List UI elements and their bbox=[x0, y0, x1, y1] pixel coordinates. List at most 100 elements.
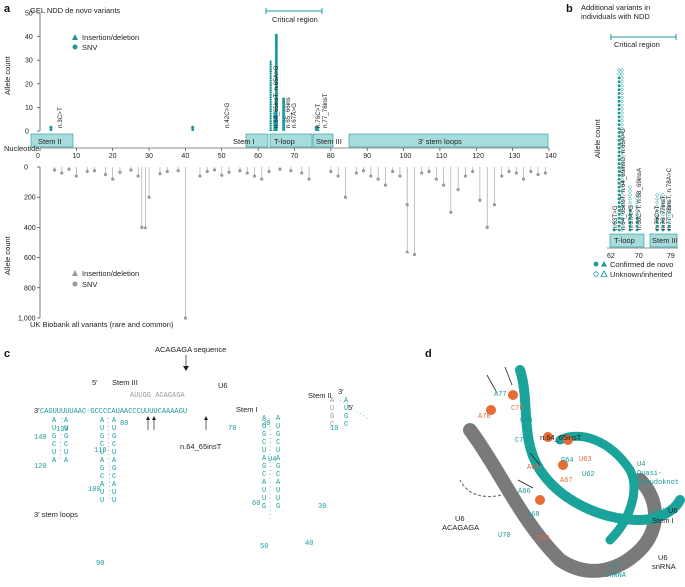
bottom-snv-dot bbox=[111, 177, 115, 181]
top-snv-dot bbox=[274, 95, 278, 99]
top-snv-dot bbox=[274, 57, 278, 61]
bottom-snv-dot bbox=[52, 168, 57, 172]
c-base: A bbox=[112, 481, 117, 489]
c-base: U bbox=[262, 423, 266, 431]
b-confirmed-dot bbox=[655, 228, 659, 232]
c-base: A bbox=[52, 417, 57, 425]
d-pseudo: pseudoknot bbox=[637, 479, 679, 487]
x-tick-label: 130 bbox=[509, 153, 521, 160]
b-unknown-dot bbox=[620, 115, 624, 119]
bottom-snv-dot bbox=[543, 171, 547, 175]
b-unknown-dot bbox=[655, 208, 659, 213]
c-base: A bbox=[112, 417, 117, 425]
b-unknown-dot bbox=[655, 212, 659, 216]
c-base: U bbox=[344, 405, 348, 413]
bottom-snv-dot bbox=[412, 252, 417, 257]
bottom-snv-dot bbox=[478, 198, 482, 202]
d-g64: G64 bbox=[561, 457, 574, 465]
c-base: A bbox=[52, 457, 57, 465]
top-snv-dot bbox=[274, 62, 278, 66]
top-y-tick-label: 50 bbox=[25, 11, 33, 18]
x-tick-label: 80 bbox=[327, 153, 335, 160]
d-u6snrna-1: U6 bbox=[658, 553, 668, 562]
bottom-snv-dot bbox=[92, 169, 97, 173]
b-confirmed-dot bbox=[617, 189, 621, 193]
bottom-snv-dot bbox=[212, 168, 217, 172]
c-base: G bbox=[112, 433, 116, 441]
bottom-snv-dot bbox=[336, 174, 340, 178]
bottom-snv-dot bbox=[260, 177, 264, 181]
b-confirmed-dot bbox=[628, 224, 632, 228]
c-stem3-label: Stem III bbox=[112, 378, 138, 387]
b-unknown-dot bbox=[620, 88, 624, 92]
c-base: U bbox=[64, 425, 68, 433]
b-x-tick-79: 79 bbox=[667, 253, 675, 260]
bottom-snv-dot bbox=[183, 316, 188, 320]
top-snv-dot bbox=[274, 104, 278, 108]
c-acagaga-label: ACAGAGA sequence bbox=[155, 345, 226, 354]
bottom-snv-dot bbox=[165, 169, 169, 174]
region-stem-iii bbox=[312, 133, 334, 148]
top-indel-triangle bbox=[272, 118, 276, 122]
c-acagaga-arrowhead-icon bbox=[183, 366, 189, 371]
c-base: C bbox=[112, 441, 116, 449]
top-data-marks bbox=[49, 33, 320, 132]
b-confirmed-dot bbox=[617, 76, 621, 80]
b-unknown-dot bbox=[620, 162, 624, 166]
panel-b-title-2: individuals with NDD bbox=[581, 12, 650, 21]
b-unknown-dot bbox=[617, 72, 621, 76]
variant-label-n3: n.3C>T bbox=[57, 107, 64, 128]
b-confirmed-dot bbox=[617, 185, 621, 189]
c-ins-label: n.64_65insT bbox=[180, 442, 222, 451]
top-indel-triangle bbox=[269, 78, 273, 82]
bottom-snv-dot bbox=[129, 168, 133, 172]
top-indel-triangle bbox=[269, 69, 273, 72]
bottom-snv-dot bbox=[420, 171, 424, 175]
top-y-tick-label: 30 bbox=[25, 58, 33, 65]
c-base: G bbox=[100, 465, 104, 473]
c-base: C bbox=[262, 471, 266, 479]
b-unknown-dot bbox=[628, 189, 632, 193]
legend-top-snv: SNV bbox=[82, 43, 97, 52]
top-y-axis-label: Allele count bbox=[3, 55, 12, 95]
top-snv-dot bbox=[282, 106, 286, 110]
c-base: A bbox=[262, 415, 267, 423]
x-tick-label: 140 bbox=[545, 153, 557, 160]
b-unknown-dot bbox=[620, 138, 624, 142]
c-base: C bbox=[344, 421, 348, 429]
b-unknown-dot bbox=[620, 76, 624, 80]
b-unknown-dot bbox=[620, 197, 624, 201]
c-nt-number: 20 bbox=[262, 420, 270, 428]
top-indel-triangle bbox=[272, 123, 276, 127]
top-snv-dot bbox=[274, 85, 278, 89]
bottom-snv-dot bbox=[434, 177, 438, 181]
c-base: U bbox=[262, 495, 266, 503]
variant-label-n77-78: n.77_78insT bbox=[322, 93, 329, 128]
b-variant-5: n.76_77insT bbox=[660, 195, 667, 230]
b-confirmed-dot bbox=[617, 142, 621, 146]
d-u4u6-a: U4/ bbox=[652, 508, 665, 516]
x-tick-label: 30 bbox=[145, 153, 153, 160]
d-c69-mark bbox=[535, 495, 545, 505]
x-tick-label: 40 bbox=[181, 153, 189, 160]
bottom-snv-dot bbox=[307, 177, 311, 181]
top-snv-dot bbox=[282, 123, 286, 127]
c-base: A bbox=[100, 417, 105, 425]
top-snv-dot bbox=[49, 125, 53, 129]
d-arrow-1 bbox=[486, 374, 498, 394]
bottom-snv-dot bbox=[118, 170, 122, 174]
region-3-stem-loops-label: 3′ stem loops bbox=[418, 137, 462, 146]
bottom-snv-dot bbox=[85, 169, 89, 174]
panel-c-letter: c bbox=[4, 348, 10, 360]
top-snv-dot bbox=[49, 128, 53, 132]
c-base: A bbox=[330, 397, 335, 405]
top-indel-triangle bbox=[272, 121, 276, 124]
b-unknown-dot bbox=[635, 205, 639, 209]
top-indel-triangle bbox=[272, 128, 276, 131]
top-indel-triangle bbox=[269, 106, 273, 110]
b-unknown-dot bbox=[620, 224, 624, 228]
top-indel-triangle bbox=[269, 64, 273, 68]
b-confirmed-dot bbox=[617, 170, 621, 173]
b-confirmed-dot bbox=[617, 158, 621, 162]
b-unknown-dot bbox=[620, 107, 624, 111]
